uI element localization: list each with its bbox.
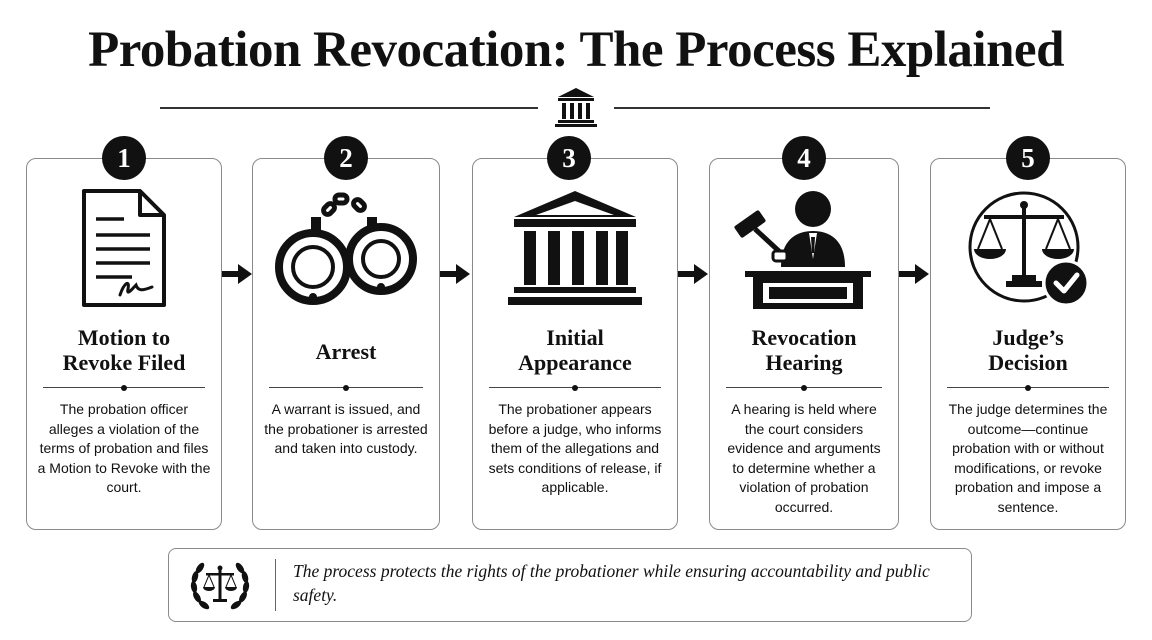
step-number-badge: 3 [547,136,591,180]
step-description: The probation officer alleges a violatio… [37,401,211,496]
handcuffs-icon [275,192,417,305]
arrow-right-icon [440,264,470,284]
step-title: Arrest [315,339,377,364]
courthouse-icon [508,191,642,305]
arrow-right-icon [678,264,708,284]
title-rule-left [160,107,538,109]
step-description: The judge determines the outcome—continu… [948,401,1108,515]
document-signature-icon [82,189,166,307]
step-description: A warrant is issued, and the probationer… [264,401,428,457]
step-number-badge: 4 [782,136,826,180]
arrow-right-icon [899,264,929,284]
step-divider [269,384,423,391]
title-rule-right [614,107,990,109]
step-divider [43,384,205,391]
scales-check-icon [968,191,1090,307]
page-title: Probation Revocation: The Process Explai… [88,22,1064,78]
step-divider [726,384,882,391]
step-description: The probationer appears before a judge, … [488,401,662,496]
footer-separator [275,559,276,611]
footer-banner: The process protects the rights of the p… [168,548,972,622]
step-card-2: Arrest A warrant is issued, and the prob… [252,158,440,530]
step-divider [489,384,661,391]
step-divider [947,384,1109,391]
judge-gavel-icon [734,191,871,309]
step-number-badge: 5 [1006,136,1050,180]
courthouse-icon [555,88,597,127]
arrow-right-icon [222,264,252,284]
scales-laurel-icon [190,562,250,610]
step-number-badge: 2 [324,136,368,180]
step-description: A hearing is held where the court consid… [727,401,881,515]
footer-statement: The process protects the rights of the p… [293,561,930,605]
step-number-badge: 1 [102,136,146,180]
